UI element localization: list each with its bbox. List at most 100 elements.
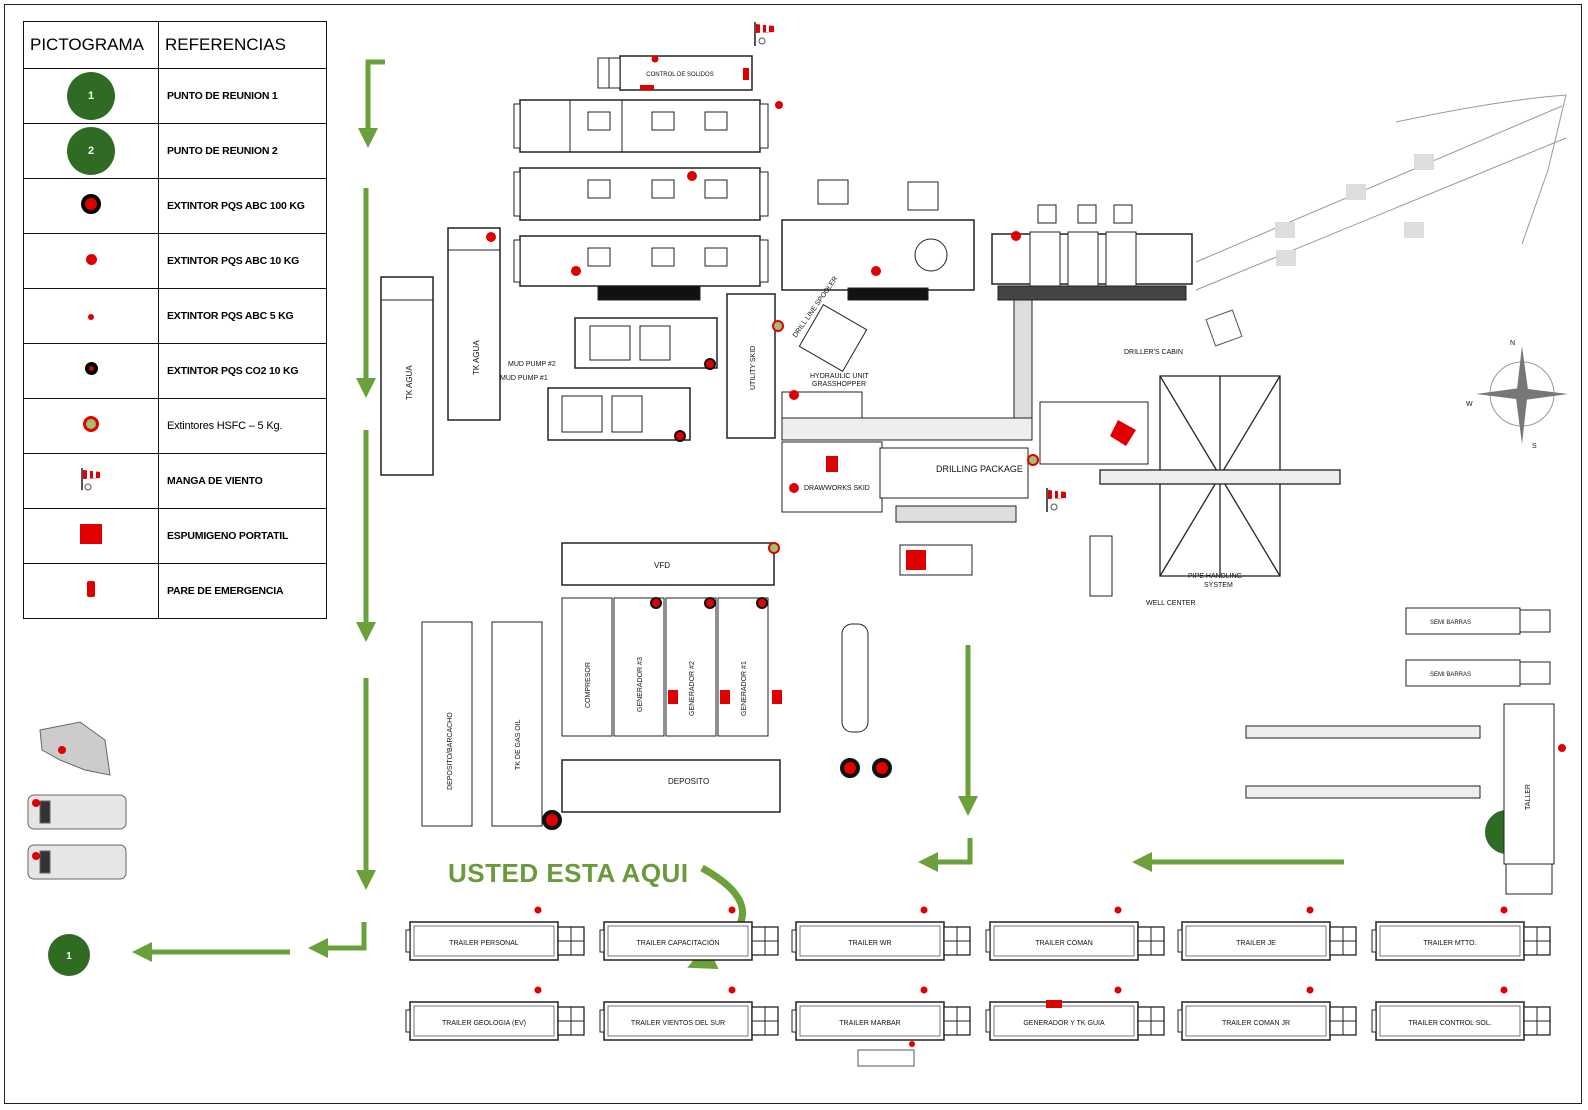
diagram-frame	[4, 4, 1582, 1104]
control-solidos-label: CONTROL DE SOLIDOS	[646, 72, 713, 78]
vfd-label: VFD	[654, 561, 670, 570]
legend-table: PICTOGRAMA REFERENCIAS 1 PUNTO DE REUNIO…	[23, 21, 327, 619]
extinguisher-pqs-10kg-icon	[1306, 986, 1314, 994]
parked-vehicles	[27, 721, 127, 880]
extinguisher-pqs-10kg-icon	[728, 906, 736, 914]
extinguisher-co2-10kg-icon	[84, 362, 98, 375]
compass-s-label: S	[1532, 443, 1537, 450]
tk-agua-1-label: TK AGUA	[405, 365, 414, 400]
trailer-row-1: TRAILER PERSONAL TRAILER CAPACITACIÓN TRAI…	[405, 906, 1551, 961]
meeting-point-1-label: 1	[66, 951, 72, 962]
trailer-label: TRAILER CONTROL SOL.	[1408, 1020, 1491, 1027]
you-are-here-label: USTED ESTA AQUI	[448, 858, 689, 888]
meeting-point-1-icon: 1	[67, 72, 115, 120]
utility-skid-label: UTILITY SKID	[750, 346, 757, 390]
extinguisher-pqs-10kg-icon	[1500, 906, 1508, 914]
pipe-handling-label-2: SYSTEM	[1204, 582, 1233, 589]
trailer-label: TRAILER MARBAR	[839, 1020, 900, 1027]
evacuation-route	[132, 59, 1344, 962]
legend-label: MANGA DE VIENTO	[158, 453, 327, 509]
windsock-icon	[81, 467, 100, 490]
semi-barras-2-label: SEMI BARRAS	[1430, 672, 1471, 678]
well-center-label: WELL CENTER	[1146, 600, 1196, 607]
trailer-label: TRAILER WR	[848, 940, 891, 947]
mud-tanks	[513, 99, 769, 301]
extinguisher-pqs-10kg-icon	[1306, 906, 1314, 914]
power-block	[421, 542, 869, 827]
trailer-label: TRAILER JE	[1236, 940, 1276, 947]
rig-block	[781, 179, 1193, 597]
trailer-label: TRAILER COMAN	[1035, 940, 1093, 947]
pipe-handling-system	[1099, 375, 1341, 577]
mud-pumps	[547, 317, 718, 441]
deposito-barcacho-label: DEPOSITO/BARCACHO	[447, 712, 454, 790]
legend-row: MANGA DE VIENTO	[23, 453, 327, 509]
small-tank	[899, 544, 973, 576]
taller-label: TALLER	[1525, 784, 1532, 810]
extinguisher-pqs-10kg-icon	[85, 254, 97, 265]
compass-rose: N S W	[1466, 340, 1568, 450]
meeting-point-2-icon: 2	[67, 127, 115, 175]
legend-row: Extintores HSFC – 5 Kg.	[23, 398, 327, 454]
control-solidos-unit: CONTROL DE SOLIDOS	[597, 21, 775, 91]
trailer-label: GENERADOR Y TK GUIA	[1023, 1020, 1105, 1027]
pipe-handling-label: PIPE HANDLING	[1188, 573, 1242, 580]
trailer-label: TRAILER PERSONAL	[449, 940, 519, 947]
legend-label: PARE DE EMERGENCIA	[158, 563, 327, 619]
trailer-label: TRAILER CAPACITACIÓN	[637, 938, 720, 947]
grasshopper-label: GRASSHOPPER	[812, 381, 866, 388]
right-storage	[1245, 607, 1555, 895]
extinguisher-pqs-10kg-icon	[534, 906, 542, 914]
legend-row: EXTINTOR PQS ABC 10 KG	[23, 233, 327, 289]
legend-row: EXTINTOR PQS ABC 100 KG	[23, 178, 327, 234]
emergency-stop-icon	[87, 580, 95, 597]
trailer-label: TRAILER COMAN JR	[1222, 1020, 1290, 1027]
legend-row: 1 PUNTO DE REUNION 1	[23, 68, 327, 124]
legend-label: PUNTO DE REUNION 2	[158, 123, 327, 179]
legend-row: PARE DE EMERGENCIA	[23, 563, 327, 619]
trailer-row-2: TRAILER GEOLOGIA (EV) TRAILER VIENTOS DEL…	[405, 986, 1551, 1041]
hydraulic-unit-label: HYDRAULIC UNIT	[810, 373, 869, 380]
tk-agua-tanks	[380, 227, 501, 476]
portable-foam-icon	[80, 523, 102, 544]
semi-barras-1-label: SEMI BARRAS	[1430, 620, 1471, 626]
legend-label: EXTINTOR PQS ABC 100 KG	[158, 178, 327, 234]
generador-1-label: GENERADOR #1	[741, 661, 748, 716]
legend-label: EXTINTOR PQS ABC 10 KG	[158, 233, 327, 289]
trailer-label: TRAILER VIENTOS DEL SUR	[631, 1020, 725, 1027]
generador-3-label: GENERADOR #3	[637, 657, 644, 712]
generador-2-label: GENERADOR #2	[689, 661, 696, 716]
extinguisher-pqs-10kg-icon	[920, 906, 928, 914]
legend-header-references: REFERENCIAS	[158, 21, 327, 69]
tk-agua-2-label: TK AGUA	[472, 340, 481, 375]
legend-label: Extintores HSFC – 5 Kg.	[158, 398, 327, 454]
drilling-package-label: DRILLING PACKAGE	[936, 464, 1023, 474]
utility-skid: UTILITY SKID	[726, 293, 784, 439]
compresor-label: COMPRESOR	[585, 662, 592, 708]
mud-pump-2-label: MUD PUMP #2	[508, 361, 556, 368]
meeting-point-1: 1	[48, 934, 90, 976]
extinguisher-pqs-10kg-icon	[1500, 986, 1508, 994]
extinguisher-hsfc-icon	[83, 415, 99, 432]
extinguisher-pqs-10kg-icon	[920, 986, 928, 994]
trailer-label: TRAILER GEOLOGIA (EV)	[442, 1020, 526, 1027]
extinguisher-pqs-5kg-icon	[88, 314, 94, 320]
extinguisher-pqs-10kg-icon	[1114, 986, 1122, 994]
extinguisher-pqs-10kg-icon	[534, 986, 542, 994]
extinguisher-pqs-10kg-icon	[728, 986, 736, 994]
legend-row: 2 PUNTO DE REUNION 2	[23, 123, 327, 179]
guy-lines	[1195, 94, 1567, 347]
compass-n-label: N	[1510, 340, 1515, 347]
legend-header-row: PICTOGRAMA REFERENCIAS	[23, 21, 327, 69]
tk-gas-oil-label: TK DE GAS OIL	[515, 719, 522, 770]
deposito-label: DEPOSITO	[668, 777, 709, 786]
small-box	[857, 1049, 915, 1067]
drillers-cabin-label: DRILLER'S CABIN	[1124, 349, 1183, 356]
compass-w-label: W	[1466, 401, 1473, 408]
extinguisher-pqs-100kg-icon	[81, 193, 101, 214]
extinguisher-pqs-10kg-icon	[1114, 906, 1122, 914]
trailer-label: TRAILER MTTO.	[1423, 940, 1476, 947]
mud-pump-1-label: MUD PUMP #1	[500, 375, 548, 382]
drawworks-label: DRAWWORKS SKID	[804, 485, 870, 492]
